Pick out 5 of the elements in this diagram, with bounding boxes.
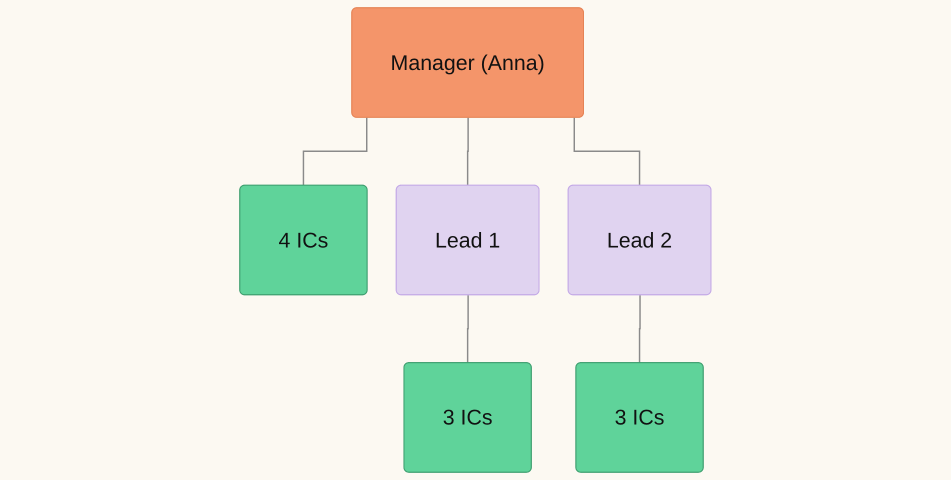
connector [638, 295, 641, 364]
connector [467, 118, 469, 186]
connector [467, 295, 469, 364]
connector [574, 118, 641, 186]
connector [302, 118, 368, 186]
